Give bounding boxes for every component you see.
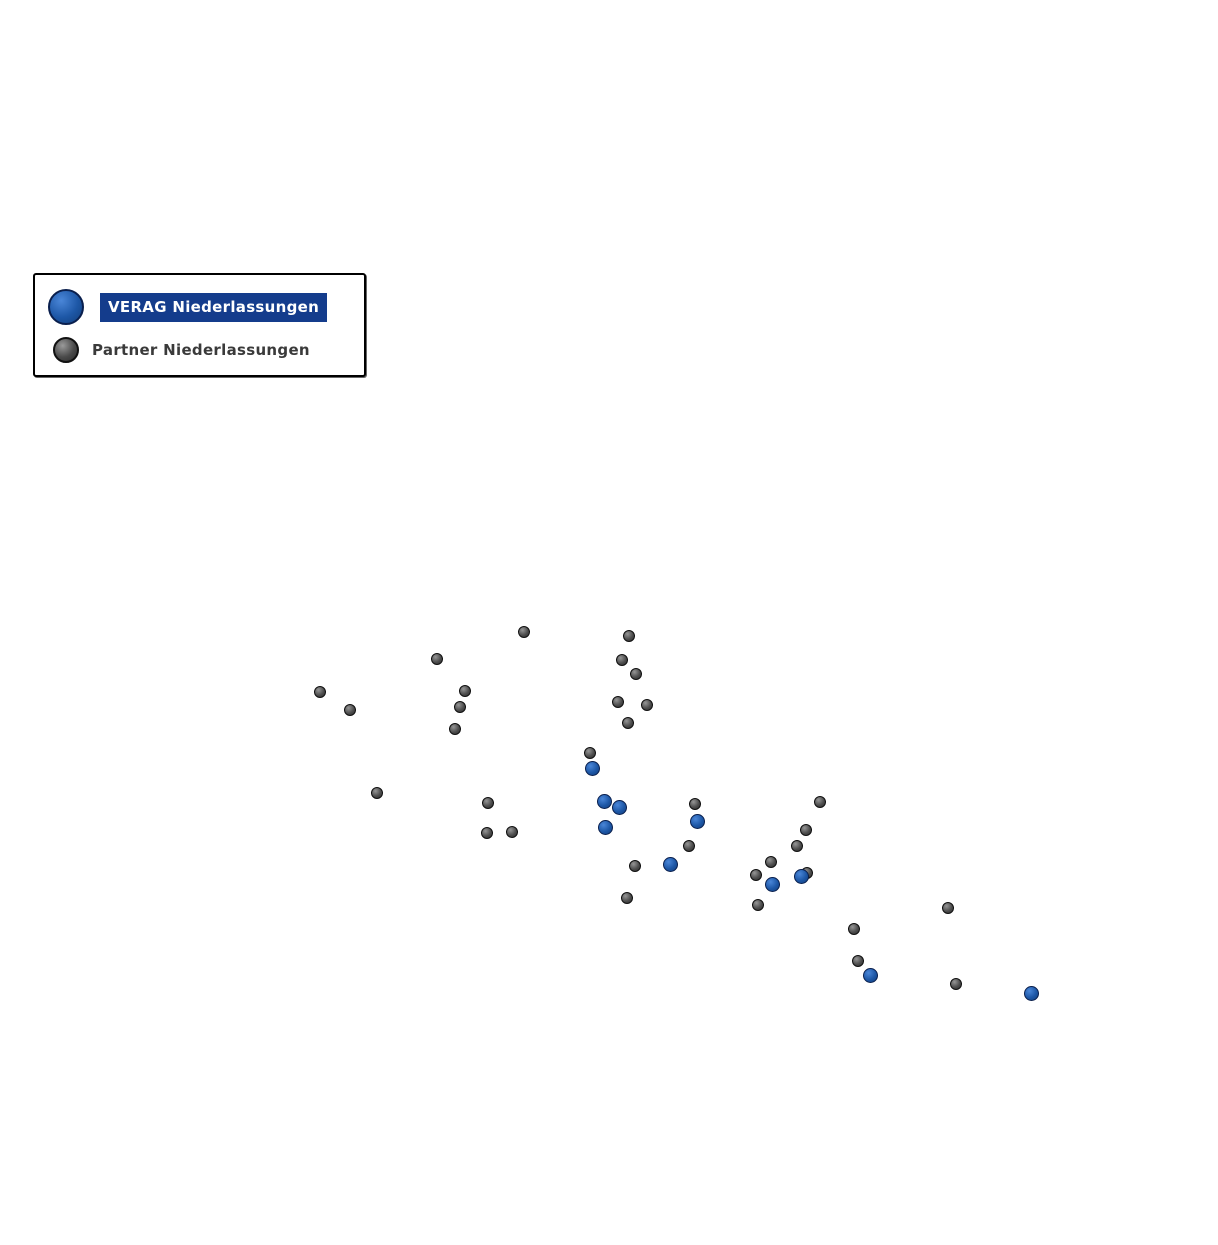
partner-marker[interactable] bbox=[344, 704, 356, 716]
partner-marker[interactable] bbox=[621, 892, 633, 904]
partner-marker[interactable] bbox=[459, 685, 471, 697]
partner-marker[interactable] bbox=[752, 899, 764, 911]
partner-marker[interactable] bbox=[518, 626, 530, 638]
partner-marker[interactable] bbox=[683, 840, 695, 852]
partner-marker[interactable] bbox=[750, 869, 762, 881]
partner-marker[interactable] bbox=[616, 654, 628, 666]
partner-marker[interactable] bbox=[584, 747, 596, 759]
partner-marker[interactable] bbox=[800, 824, 812, 836]
partner-marker[interactable] bbox=[506, 826, 518, 838]
verag-marker[interactable] bbox=[584, 760, 600, 776]
partner-marker[interactable] bbox=[689, 798, 701, 810]
partner-marker[interactable] bbox=[942, 902, 954, 914]
partner-marker[interactable] bbox=[641, 699, 653, 711]
verag-marker[interactable] bbox=[611, 799, 627, 815]
verag-marker[interactable] bbox=[862, 967, 878, 983]
verag-marker[interactable] bbox=[596, 793, 612, 809]
partner-marker[interactable] bbox=[454, 701, 466, 713]
partner-marker[interactable] bbox=[629, 860, 641, 872]
verag-marker-icon bbox=[48, 289, 84, 325]
partner-marker[interactable] bbox=[481, 827, 493, 839]
partner-marker[interactable] bbox=[630, 668, 642, 680]
legend-box: VERAG Niederlassungen Partner Niederlass… bbox=[33, 273, 366, 377]
partner-marker[interactable] bbox=[623, 630, 635, 642]
partner-marker[interactable] bbox=[791, 840, 803, 852]
partner-marker[interactable] bbox=[765, 856, 777, 868]
partner-marker[interactable] bbox=[431, 653, 443, 665]
verag-marker[interactable] bbox=[764, 876, 780, 892]
partner-marker[interactable] bbox=[622, 717, 634, 729]
verag-marker[interactable] bbox=[689, 813, 705, 829]
partner-marker[interactable] bbox=[314, 686, 326, 698]
partner-marker-icon bbox=[53, 337, 79, 363]
legend-row-partner: Partner Niederlassungen bbox=[35, 337, 310, 363]
verag-marker[interactable] bbox=[662, 856, 678, 872]
partner-marker[interactable] bbox=[848, 923, 860, 935]
verag-marker[interactable] bbox=[793, 868, 809, 884]
partner-marker[interactable] bbox=[814, 796, 826, 808]
legend-label-partner: Partner Niederlassungen bbox=[92, 341, 310, 359]
partner-marker[interactable] bbox=[449, 723, 461, 735]
partner-marker[interactable] bbox=[852, 955, 864, 967]
partner-marker[interactable] bbox=[612, 696, 624, 708]
partner-marker[interactable] bbox=[371, 787, 383, 799]
legend-label-verag: VERAG Niederlassungen bbox=[100, 292, 328, 322]
verag-marker[interactable] bbox=[597, 819, 613, 835]
legend-row-verag: VERAG Niederlassungen bbox=[35, 289, 328, 325]
verag-marker[interactable] bbox=[1023, 985, 1039, 1001]
partner-marker[interactable] bbox=[482, 797, 494, 809]
partner-marker[interactable] bbox=[950, 978, 962, 990]
